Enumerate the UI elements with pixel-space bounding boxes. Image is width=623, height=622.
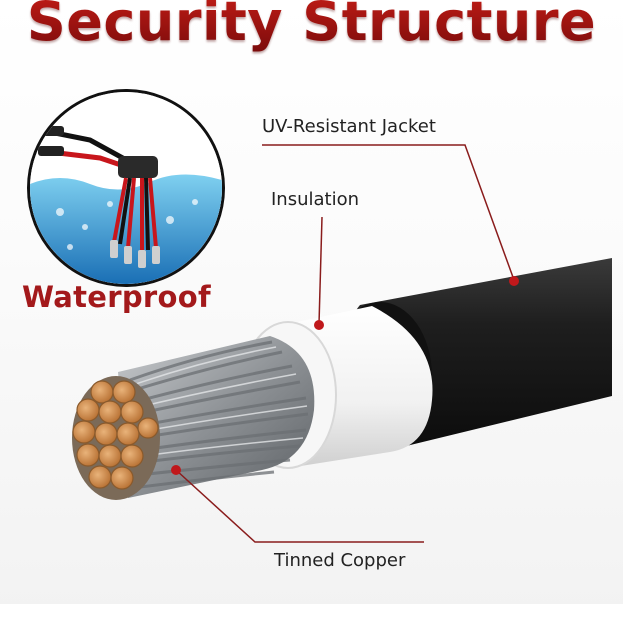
- waterproof-connector-illustration: [30, 92, 222, 284]
- insulation-label: Insulation: [271, 189, 359, 210]
- waterproof-inset: [27, 89, 225, 287]
- waterproof-caption: Waterproof: [22, 280, 211, 314]
- jacket-label: UV-Resistant Jacket: [262, 116, 436, 137]
- copper-label: Tinned Copper: [274, 550, 405, 571]
